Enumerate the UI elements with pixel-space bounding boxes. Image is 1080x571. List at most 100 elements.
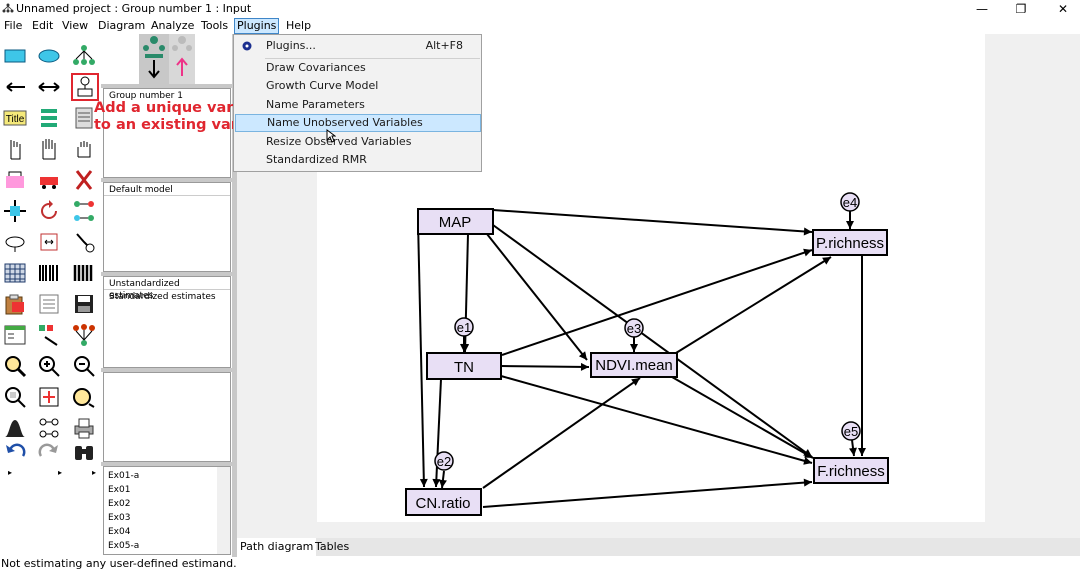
menu-plugins[interactable]: Plugins bbox=[234, 18, 280, 34]
analysis-properties-icon[interactable] bbox=[36, 260, 62, 286]
zoom-in-icon[interactable] bbox=[36, 353, 62, 379]
toolbox-right-arrow-icon[interactable]: ▸ bbox=[92, 468, 97, 477]
menu-item-growth-curve[interactable]: Growth Curve Model bbox=[266, 79, 379, 92]
multiple-group-icon[interactable] bbox=[36, 415, 62, 441]
path-arrow[interactable] bbox=[500, 362, 590, 371]
path-arrow[interactable] bbox=[501, 248, 813, 356]
horizontal-scrollbar[interactable] bbox=[237, 522, 1080, 538]
preserve-symmetries-icon[interactable] bbox=[71, 322, 97, 348]
unique-variable-icon[interactable] bbox=[71, 73, 99, 101]
object-properties-icon[interactable] bbox=[2, 322, 28, 348]
save-icon[interactable] bbox=[71, 291, 97, 317]
menu-item-name-parameters[interactable]: Name Parameters bbox=[266, 98, 365, 111]
draw-observed-icon[interactable] bbox=[2, 43, 28, 69]
deselect-icon[interactable] bbox=[71, 136, 97, 162]
path-arrow[interactable] bbox=[432, 378, 442, 488]
calculate-estimates-icon[interactable] bbox=[71, 260, 97, 286]
minimize-button[interactable]: — bbox=[976, 2, 988, 16]
menu-item-standardized-rmr[interactable]: Standardized RMR bbox=[266, 153, 367, 166]
list-item[interactable]: Ex03 bbox=[108, 513, 131, 523]
variable-box-FR[interactable]: F.richness bbox=[813, 457, 889, 484]
menu-analyze[interactable]: Analyze bbox=[151, 19, 195, 32]
single-arrow-icon[interactable] bbox=[2, 74, 28, 100]
menu-item-resize-observed[interactable]: Resize Observed Variables bbox=[266, 135, 412, 148]
zoom-out-icon[interactable] bbox=[71, 353, 97, 379]
error-term-e2[interactable]: e2 bbox=[434, 451, 454, 471]
menu-diagram[interactable]: Diagram bbox=[98, 19, 146, 32]
select-all-icon[interactable] bbox=[36, 136, 62, 162]
tab-tables[interactable]: Tables bbox=[315, 540, 350, 553]
restore-button[interactable]: ❐ bbox=[1015, 2, 1027, 16]
zoom-page-icon[interactable] bbox=[2, 384, 28, 410]
fit-page-icon[interactable] bbox=[36, 384, 62, 410]
double-arrow-icon[interactable] bbox=[36, 74, 62, 100]
view-output-button[interactable] bbox=[169, 34, 195, 84]
reflect-icon[interactable] bbox=[71, 198, 97, 224]
path-arrow[interactable] bbox=[482, 377, 641, 489]
loupe-icon[interactable] bbox=[71, 384, 97, 410]
variable-box-PR[interactable]: P.richness bbox=[812, 229, 888, 256]
view-input-button[interactable] bbox=[139, 34, 169, 84]
variable-box-MAP[interactable]: MAP bbox=[417, 208, 494, 235]
toolbox-left-arrow-icon[interactable]: ▸ bbox=[8, 468, 13, 477]
error-term-e3[interactable]: e3 bbox=[624, 318, 644, 338]
erase-icon[interactable] bbox=[71, 167, 97, 193]
move-parameters-icon[interactable] bbox=[2, 229, 28, 255]
list-item[interactable]: Ex05-a bbox=[108, 541, 140, 551]
menu-item-draw-covariances[interactable]: Draw Covariances bbox=[266, 61, 366, 74]
variable-box-TN[interactable]: TN bbox=[426, 352, 502, 380]
menu-view[interactable]: View bbox=[62, 19, 89, 32]
copy-object-icon[interactable] bbox=[2, 167, 28, 193]
title-icon[interactable]: Title bbox=[2, 105, 28, 131]
path-arrow[interactable] bbox=[671, 376, 814, 459]
path-arrow[interactable] bbox=[482, 478, 813, 508]
tab-path-diagram[interactable]: Path diagram bbox=[237, 538, 317, 556]
vertical-scrollbar[interactable] bbox=[1072, 34, 1080, 538]
scroll-icon[interactable] bbox=[36, 229, 62, 255]
list-item[interactable]: Ex01-a bbox=[108, 471, 140, 481]
unstandardized-estimates[interactable]: Unstandardized estimates bbox=[104, 277, 230, 301]
bayesian-icon[interactable] bbox=[2, 415, 28, 441]
draw-latent-indicator-icon[interactable] bbox=[71, 43, 97, 69]
menu-file[interactable]: File bbox=[4, 19, 23, 32]
group-name[interactable]: Group number 1 bbox=[109, 91, 183, 101]
list-dataset-icon[interactable] bbox=[71, 105, 97, 131]
error-arrow[interactable] bbox=[849, 439, 857, 457]
error-arrow[interactable] bbox=[438, 470, 447, 489]
menu-tools[interactable]: Tools bbox=[201, 19, 229, 32]
model-name[interactable]: Default model bbox=[104, 183, 230, 196]
error-term-e4[interactable]: e4 bbox=[840, 192, 860, 212]
specification-search-icon[interactable] bbox=[71, 439, 97, 465]
data-files-icon[interactable] bbox=[2, 260, 28, 286]
variable-box-CN[interactable]: CN.ratio bbox=[405, 488, 482, 516]
draw-unobserved-icon[interactable] bbox=[36, 43, 62, 69]
copy-clipboard-icon[interactable] bbox=[2, 291, 28, 317]
path-arrow[interactable] bbox=[675, 256, 832, 354]
redo-icon[interactable] bbox=[36, 439, 62, 465]
variable-box-NDVI[interactable]: NDVI.mean bbox=[590, 352, 678, 378]
undo-icon[interactable] bbox=[2, 439, 28, 465]
menu-edit[interactable]: Edit bbox=[32, 19, 54, 32]
list-item[interactable]: Ex04 bbox=[108, 527, 131, 537]
path-arrow[interactable] bbox=[492, 224, 813, 458]
touch-up-icon[interactable] bbox=[71, 229, 97, 255]
resize-icon[interactable] bbox=[2, 198, 28, 224]
path-arrow[interactable] bbox=[500, 375, 813, 465]
path-arrow[interactable] bbox=[486, 233, 588, 361]
list-item[interactable]: Ex02 bbox=[108, 499, 131, 509]
toolbox-mid-arrow-icon[interactable]: ▸ bbox=[58, 468, 63, 477]
print-icon[interactable] bbox=[71, 415, 97, 441]
menu-item-name-unobserved[interactable]: Name Unobserved Variables bbox=[235, 114, 481, 132]
zoom-area-icon[interactable] bbox=[2, 353, 28, 379]
path-diagram-canvas[interactable]: MAP TN NDVI.mean CN.ratio P.richness bbox=[237, 34, 1072, 538]
error-term-e1[interactable]: e1 bbox=[454, 317, 474, 337]
drag-properties-icon[interactable] bbox=[36, 322, 62, 348]
view-text-icon[interactable] bbox=[36, 291, 62, 317]
path-arrow[interactable] bbox=[417, 220, 428, 488]
move-object-icon[interactable] bbox=[36, 167, 62, 193]
files-list-scrollbar[interactable] bbox=[217, 467, 230, 554]
error-term-e5[interactable]: e5 bbox=[841, 421, 861, 441]
path-arrow[interactable] bbox=[492, 209, 813, 236]
select-one-icon[interactable] bbox=[2, 136, 28, 162]
menu-help[interactable]: Help bbox=[286, 19, 312, 32]
